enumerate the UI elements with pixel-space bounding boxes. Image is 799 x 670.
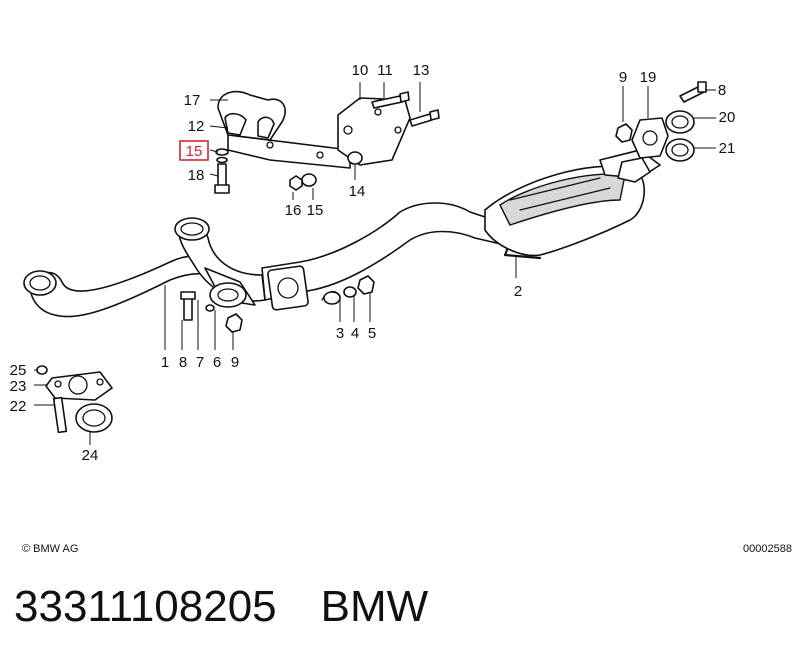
label-19: 19 bbox=[640, 69, 657, 86]
label-20: 20 bbox=[719, 109, 736, 126]
label-7: 7 bbox=[196, 354, 204, 371]
flange-joint bbox=[204, 267, 256, 308]
front-pipe-right bbox=[174, 217, 266, 302]
highlight-box-15 bbox=[179, 140, 209, 161]
left-bottom-parts bbox=[36, 365, 113, 434]
label-12: 12 bbox=[188, 118, 205, 135]
copyright-text: © BMW AG bbox=[22, 543, 78, 555]
support-bracket bbox=[217, 91, 351, 169]
label-1: 1 bbox=[161, 354, 169, 371]
leader-lines bbox=[34, 82, 716, 445]
label-14: 14 bbox=[349, 183, 366, 200]
label-18: 18 bbox=[188, 167, 205, 184]
right-flange-parts bbox=[615, 81, 707, 162]
label-5: 5 bbox=[368, 325, 376, 342]
springs-nuts bbox=[321, 275, 375, 305]
middle-pipe bbox=[261, 202, 542, 311]
label-3: 3 bbox=[336, 325, 344, 342]
label-16: 16 bbox=[285, 202, 302, 219]
label-15: 15 bbox=[307, 202, 324, 219]
label-4: 4 bbox=[351, 325, 359, 342]
part-number-caption: 33311108205 BMW bbox=[14, 582, 428, 632]
exhaust-parts-diagram: 1 8 7 6 9 2 3 4 5 17 12 15 18 16 15 14 1… bbox=[10, 62, 792, 555]
label-13: 13 bbox=[413, 62, 430, 79]
label-23: 23 bbox=[10, 378, 27, 395]
part-number: 33311108205 bbox=[14, 582, 277, 631]
label-11: 11 bbox=[377, 62, 393, 79]
label-10: 10 bbox=[352, 62, 369, 79]
label-2: 2 bbox=[514, 283, 522, 300]
brand-name: BMW bbox=[320, 582, 429, 631]
part-labels: 1 8 7 6 9 2 3 4 5 17 12 15 18 16 15 14 1… bbox=[10, 62, 736, 464]
label-9a: 9 bbox=[231, 354, 239, 371]
label-8a: 8 bbox=[179, 354, 187, 371]
drawing-number: 00002588 bbox=[743, 543, 792, 555]
label-21: 21 bbox=[719, 140, 736, 157]
label-8b: 8 bbox=[718, 82, 726, 99]
hanger-plate bbox=[337, 97, 411, 166]
label-17: 17 bbox=[184, 92, 201, 109]
label-25: 25 bbox=[10, 362, 27, 379]
left-bolt-washer bbox=[214, 148, 230, 194]
label-22: 22 bbox=[10, 398, 27, 415]
label-9b: 9 bbox=[619, 69, 627, 86]
front-pipe-left bbox=[23, 255, 229, 318]
label-24: 24 bbox=[82, 447, 99, 464]
label-6: 6 bbox=[213, 354, 221, 371]
catalytic-converter bbox=[484, 149, 661, 257]
label-15-highlighted: 15 bbox=[186, 143, 203, 160]
front-small-parts bbox=[180, 291, 243, 333]
bolts-top bbox=[289, 91, 440, 191]
